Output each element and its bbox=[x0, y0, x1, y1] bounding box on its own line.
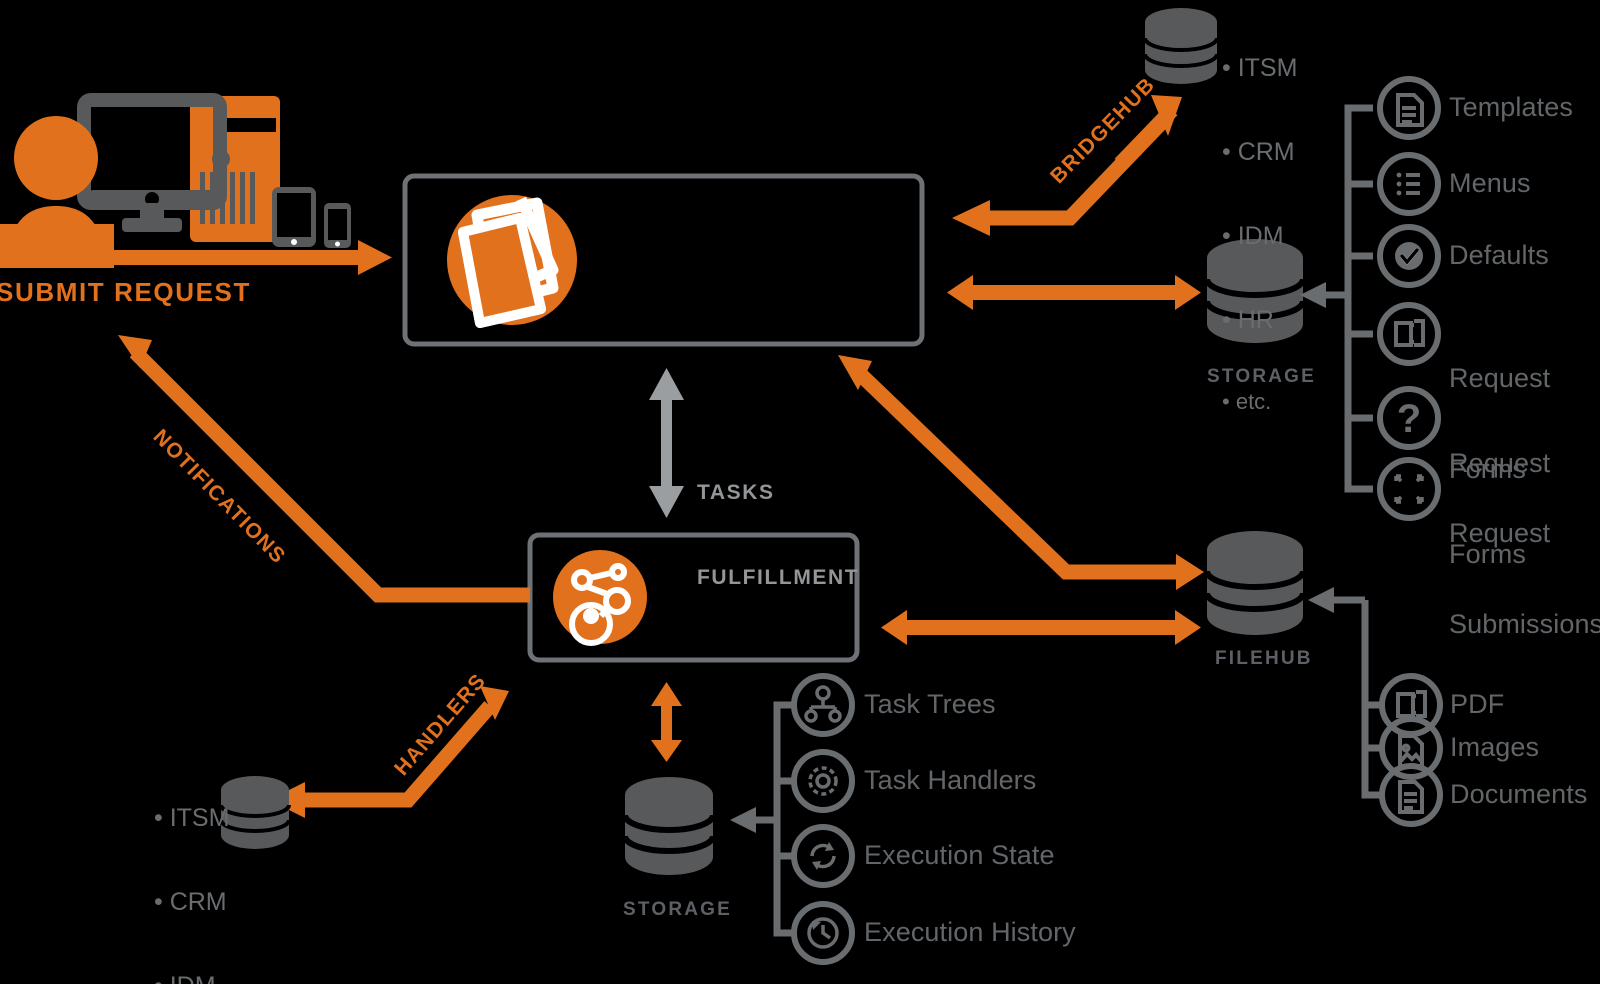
handler-systems-list: • ITSM • CRM • IDM • HR • etc. bbox=[154, 748, 229, 984]
flow-tasks-fulfillment-arrow bbox=[649, 368, 684, 518]
document-icon bbox=[1396, 93, 1424, 127]
forms-icon bbox=[1394, 319, 1425, 347]
expand-arrows-icon bbox=[1394, 474, 1424, 504]
image-icon bbox=[1398, 734, 1424, 768]
storage-bottom-tree-connectors bbox=[752, 701, 792, 937]
submit-request-label: SUBMIT REQUEST bbox=[0, 277, 251, 307]
storage-top-tree-connectors bbox=[1322, 104, 1373, 493]
list-item: • ITSM bbox=[154, 804, 230, 832]
storage-top-tree-arrowhead bbox=[1300, 282, 1326, 308]
storage-item-defaults[interactable]: Defaults bbox=[1449, 240, 1549, 270]
filehub-item-pdf[interactable]: PDF bbox=[1450, 689, 1505, 719]
tasks-fulfillment-line2: FULFILLMENT bbox=[697, 565, 860, 589]
task-engine-logo bbox=[553, 550, 647, 644]
document-lines-icon bbox=[1398, 780, 1424, 814]
filehub-tree-arrowhead bbox=[1308, 587, 1334, 613]
list-item: • HR bbox=[1222, 306, 1274, 334]
filehub-caption: FILEHUB bbox=[1215, 648, 1313, 669]
filehub-item-images[interactable]: Images bbox=[1450, 732, 1540, 762]
flow-submit-request-arrow bbox=[0, 240, 392, 275]
storage-item-templates[interactable]: Templates bbox=[1449, 92, 1573, 122]
check-circle-icon bbox=[1395, 242, 1423, 270]
list-item: • CRM bbox=[1222, 138, 1295, 166]
tree-nodes-icon bbox=[804, 685, 842, 723]
storage-bottom-item-task-handlers[interactable]: Task Handlers bbox=[864, 765, 1037, 795]
storage-item-menus[interactable]: Menus bbox=[1449, 168, 1531, 198]
filehub-database-icon bbox=[1204, 531, 1306, 635]
storage-top-caption: STORAGE bbox=[1207, 366, 1317, 387]
pdf-icon bbox=[1396, 690, 1427, 718]
label-line: Request bbox=[1449, 448, 1551, 479]
flow-bridgehub-arrow bbox=[952, 95, 1182, 236]
storage-item-request-submissions[interactable]: Request Submissions bbox=[1449, 458, 1600, 700]
label-line: Request bbox=[1449, 363, 1551, 394]
list-item: • IDM bbox=[1222, 222, 1284, 250]
user-head-icon bbox=[14, 116, 98, 200]
clock-history-icon bbox=[807, 917, 839, 949]
question-mark-icon: ? bbox=[1397, 397, 1421, 441]
storage-bottom-icon-circles bbox=[791, 673, 855, 965]
label-line: Submissions bbox=[1449, 609, 1600, 640]
storage-item-request-forms-2[interactable]: Request Forms bbox=[1449, 388, 1550, 630]
svg-text:?: ? bbox=[1397, 397, 1421, 441]
storage-bottom-tree-arrowhead bbox=[730, 807, 756, 833]
sync-arrows-icon bbox=[810, 842, 836, 870]
storage-bottom-database-icon bbox=[622, 777, 716, 875]
tasks-fulfillment-label: TASKS FULFILLMENT bbox=[697, 422, 859, 649]
flow-task-engine-to-storage-arrow bbox=[651, 682, 682, 762]
handler-database-icon bbox=[219, 776, 291, 849]
task-engine-box[interactable] bbox=[527, 532, 860, 663]
list-item: • ITSM bbox=[1222, 54, 1298, 82]
storage-bottom-item-execution-state[interactable]: Execution State bbox=[864, 840, 1055, 870]
filehub-item-documents[interactable]: Documents bbox=[1450, 779, 1588, 809]
user-devices-illustration bbox=[0, 93, 351, 268]
flow-core-to-storage-arrow bbox=[947, 275, 1201, 310]
tasks-fulfillment-line1: TASKS bbox=[697, 480, 775, 504]
filehub-tree-connectors bbox=[1330, 596, 1380, 799]
flow-task-engine-to-filehub-arrow bbox=[881, 610, 1201, 645]
label-line: Forms bbox=[1449, 539, 1526, 570]
flow-core-to-filehub-arrow bbox=[838, 355, 1204, 590]
list-item: • IDM bbox=[154, 972, 229, 984]
storage-item-request-forms-1[interactable]: Request Forms bbox=[1449, 303, 1550, 545]
list-item: • etc. bbox=[1222, 389, 1272, 414]
flow-notifications-arrow bbox=[118, 335, 530, 603]
list-item: • CRM bbox=[154, 888, 227, 916]
bridgehub-database-icon bbox=[1143, 8, 1219, 84]
label-line: Forms bbox=[1449, 454, 1526, 485]
gear-icon bbox=[808, 766, 838, 796]
storage-bottom-item-task-trees[interactable]: Task Trees bbox=[864, 689, 996, 719]
core-application-box[interactable] bbox=[402, 173, 925, 347]
storage-top-database-icon bbox=[1204, 239, 1306, 343]
label-line: Request bbox=[1449, 518, 1551, 549]
flow-handlers-arrow bbox=[269, 686, 509, 818]
storage-bottom-item-execution-history[interactable]: Execution History bbox=[864, 917, 1076, 947]
storage-top-icon-circles bbox=[1377, 76, 1441, 521]
storage-bottom-caption: STORAGE bbox=[623, 899, 733, 920]
list-icon bbox=[1396, 172, 1420, 196]
bridgehub-systems-list: • ITSM • CRM • IDM • HR • etc. bbox=[1222, 0, 1297, 471]
